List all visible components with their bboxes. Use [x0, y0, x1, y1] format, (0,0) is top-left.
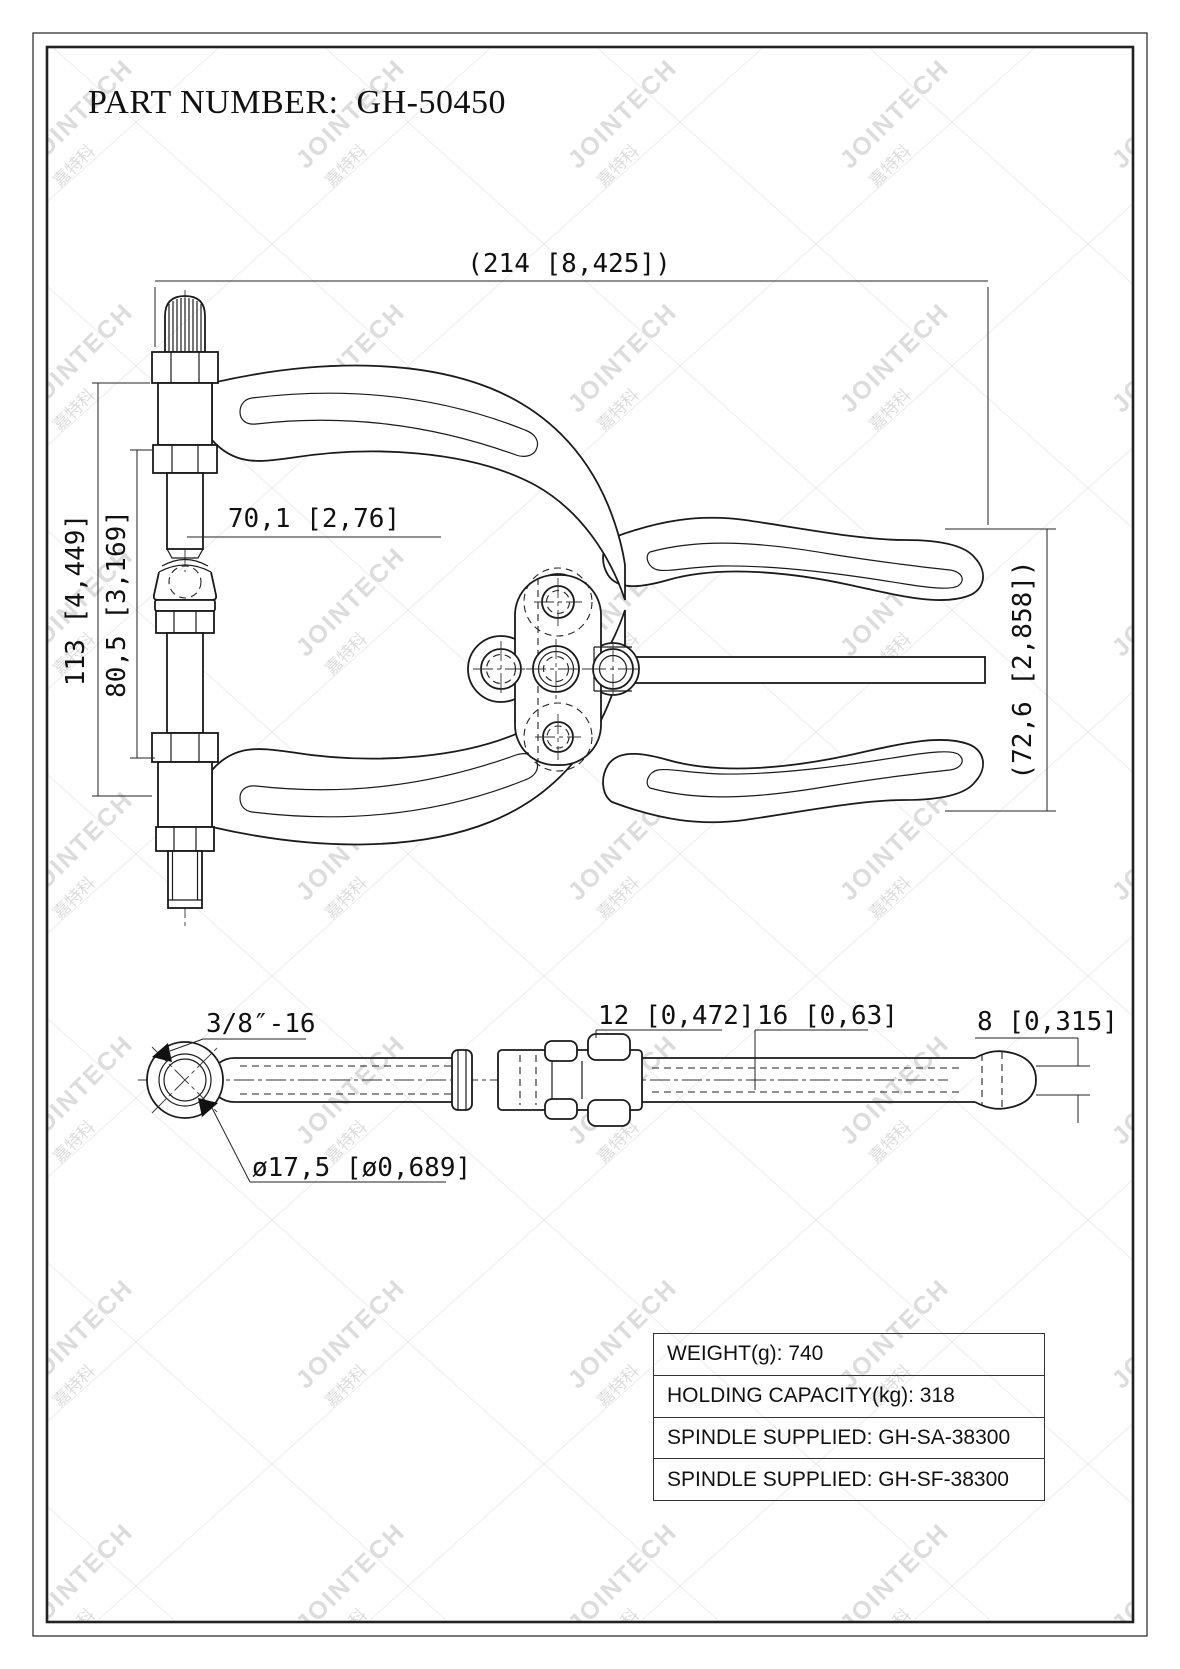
- clevis-joint: [451, 1033, 643, 1127]
- pivot-pin-left: [473, 641, 529, 697]
- hole-diameter-group: ø17,5 [ø0,689]: [211, 1107, 471, 1183]
- sheet-border: [32, 32, 1148, 1637]
- pivot-hub: [467, 567, 640, 772]
- dim-overall-length: (214 [8,425]): [467, 249, 671, 279]
- ring-end: [146, 1041, 224, 1119]
- side-view: 3/8″-16 ø17,5 [ø0,689] 12 [0,472] 16 [0,…: [138, 1001, 1118, 1183]
- section-mark: [198, 1098, 218, 1117]
- hex-nut: [155, 610, 215, 634]
- upper-arm: [211, 364, 626, 601]
- thread-callout: 3/8″-16: [206, 1009, 316, 1039]
- dim-throat-depth: 70,1 [2,76]: [228, 504, 400, 534]
- dim-spindle-inner-group: 80,5 [3,169]: [102, 449, 155, 759]
- dim-16: 16 [0,63]: [757, 1001, 898, 1031]
- spec-row-holding-capacity: HOLDING CAPACITY(kg): 318: [654, 1374, 1044, 1417]
- spindle-rod: [166, 472, 204, 550]
- spec-row-spindle-sf: SPINDLE SUPPLIED: GH-SF-38300: [654, 1458, 1044, 1500]
- knurled-tip: [164, 295, 206, 353]
- handle-tip: [974, 1050, 1037, 1110]
- pivot-pin-center: [526, 639, 586, 699]
- pivot-pin-bottom: [535, 714, 581, 760]
- dim-spindle-inner: 80,5 [3,169]: [102, 510, 132, 698]
- threaded-end: [167, 850, 203, 909]
- hex-nut: [152, 444, 218, 474]
- clevis-tab: [544, 1098, 578, 1120]
- hex-nut: [151, 351, 219, 384]
- dim-spindle-total: 113 [4,449]: [61, 514, 91, 686]
- dim-12-group: 12 [0,472]: [595, 1001, 755, 1038]
- arm-boss-lower: [157, 761, 213, 828]
- upper-handle: [602, 516, 984, 601]
- hole-diameter: ø17,5 [ø0,689]: [252, 1153, 471, 1183]
- hex-nut: [151, 732, 219, 763]
- dim-16-group: 16 [0,63]: [754, 1001, 898, 1090]
- dim-spindle-total-group: 113 [4,449]: [61, 382, 152, 797]
- section-mark: [152, 1043, 172, 1062]
- spec-row-weight: WEIGHT(g): 740: [667, 1342, 824, 1366]
- page-title: PART NUMBER: GH-50450: [88, 84, 506, 121]
- clevis-tab: [587, 1099, 631, 1127]
- spindle-rod: [166, 632, 204, 734]
- arm-boss-upper: [157, 382, 213, 446]
- lower-handle: [602, 739, 984, 824]
- main-view: (214 [8,425]) 70,1 [2,76] 113 [4,449] 80…: [61, 249, 1056, 930]
- thread-callout-group: 3/8″-16: [169, 1009, 316, 1052]
- lower-arm: [211, 609, 626, 846]
- swivel-foot: [152, 571, 218, 601]
- shank-right: [642, 1050, 1037, 1110]
- dim-overall-length-group: (214 [8,425]): [154, 249, 989, 525]
- center-bar: [629, 656, 986, 684]
- pivot-pin-right: [586, 642, 640, 696]
- spindle-assembly: [151, 290, 219, 930]
- dim-handle-span-group: (72,6 [2,858]): [945, 528, 1056, 812]
- spec-row-spindle-sa: SPINDLE SUPPLIED: GH-SA-38300: [654, 1416, 1044, 1459]
- dim-throat-depth-group: 70,1 [2,76]: [187, 504, 441, 537]
- watermark-field: [48, 48, 1132, 1621]
- spec-table: WEIGHT(g): 740 HOLDING CAPACITY(kg): 318…: [653, 1333, 1045, 1501]
- shank-left: [218, 1057, 452, 1103]
- clevis-tab: [544, 1040, 578, 1062]
- pivot-pin-top: [534, 578, 582, 626]
- dim-8-group: 8 [0,315]: [975, 1007, 1118, 1123]
- hex-nut: [155, 826, 215, 852]
- clevis-tab: [587, 1033, 631, 1061]
- dim-handle-span: (72,6 [2,858]): [1008, 560, 1038, 779]
- dim-8: 8 [0,315]: [977, 1007, 1118, 1037]
- dim-12: 12 [0,472]: [598, 1001, 755, 1031]
